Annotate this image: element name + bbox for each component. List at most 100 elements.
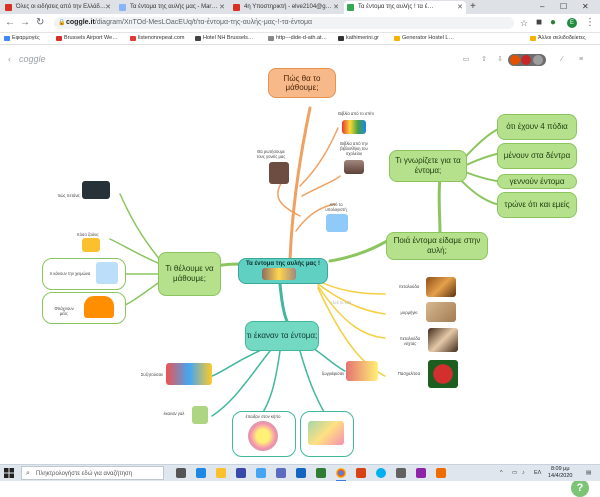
windows-start-icon[interactable] [4, 468, 14, 478]
help-button[interactable]: ? [571, 479, 589, 497]
close-tab-icon[interactable]: ✕ [105, 4, 111, 11]
edit-path-icon[interactable]: ∕ [561, 56, 563, 63]
want-node[interactable]: Τι θέλουμε να μάθουμε; [158, 252, 221, 296]
how-label: Πώς θα το μάθουμε; [283, 74, 321, 92]
close-tab-icon[interactable]: ✕ [333, 4, 339, 11]
want-label-honey: Φτιάχνουν μέλι; [54, 306, 74, 316]
network-icon[interactable]: ▭ [512, 470, 518, 476]
bookmark-other-folder[interactable]: Άλλοι σελιδοδείκτες [530, 33, 586, 44]
profile-avatar[interactable]: E [567, 18, 577, 28]
clock-date: 14/4/2020 [548, 473, 573, 479]
close-tab-icon[interactable]: ✕ [457, 4, 463, 11]
powerpoint-icon[interactable] [356, 468, 366, 478]
seen-node[interactable]: Ποιά έντομα είδαμε στην αυλή; [386, 232, 488, 260]
insect-drawing-illustration [308, 421, 344, 445]
mail-icon[interactable] [256, 468, 266, 478]
did-label-garden: έπαιξαν στον κήπο [245, 414, 281, 419]
menu-dots-icon[interactable]: ⋮ [585, 17, 595, 28]
browser-tab-active[interactable]: Τα έντομα της αυλής ! τα έ… ✕ [344, 1, 466, 14]
know-item-node[interactable]: ότι έχουν 4 πόδια [497, 114, 577, 140]
taskbar-search-placeholder: Πληκτρολογήστε εδώ για αναζήτηση [36, 471, 133, 477]
url-path: /diagram/XnTOd-MesLOacEUq/t/τα-έντομα-τη… [94, 19, 313, 26]
tab-favicon-icon [233, 4, 240, 11]
did-node[interactable]: τι έκαναν τα έντομα; [245, 321, 319, 351]
minimize-icon[interactable]: – [540, 2, 545, 11]
bookmark-item[interactable]: kathimerini.gr [338, 33, 379, 44]
folder-icon [530, 36, 536, 41]
word-icon[interactable] [296, 468, 306, 478]
skype-icon[interactable] [376, 468, 386, 478]
store-bag-icon[interactable] [436, 468, 446, 478]
settings-icon[interactable]: ≡ [578, 56, 584, 63]
know-item-node[interactable]: τρώνε ότι και εμείς [497, 192, 577, 218]
what-know-node[interactable]: Τι γνωρίζετε για τα έντομα; [389, 150, 467, 182]
notifications-icon[interactable]: ▤ [586, 470, 592, 476]
language-indicator[interactable]: ΕΛ [534, 470, 542, 476]
mind-map-canvas[interactable]: Τα έντομα της αυλής μας ! Πώς θα το μάθο… [0, 46, 600, 497]
back-chevron-icon[interactable]: ‹ [8, 54, 11, 64]
bookmark-favicon-icon [56, 36, 62, 41]
moth-photo [428, 328, 458, 352]
how-label-library: Βιβλία από την βιβλιοθήκη του σχολείου [340, 141, 368, 156]
bookmark-favicon-icon [394, 36, 400, 41]
want-label-live: πόσο ζούνε; [76, 232, 100, 237]
extension-icon[interactable]: ● [550, 17, 557, 28]
new-tab-icon[interactable]: + [470, 1, 476, 12]
volume-icon[interactable]: ♪ [522, 470, 525, 476]
clock-time: 8:09 μμ [550, 466, 570, 472]
seen-label-ladybug: Πασχαλίτσα [397, 371, 421, 376]
bookmark-item[interactable]: Brussels Airport We… [56, 33, 118, 44]
chrome-icon[interactable] [336, 468, 346, 481]
avatar [510, 55, 520, 65]
coggle-logo[interactable]: coggle [19, 54, 46, 64]
winter-illustration [96, 262, 118, 284]
taskbar-search-box[interactable]: ⌕ Πληκτρολογήστε εδώ για αναζήτηση [21, 466, 164, 480]
system-clock[interactable]: 8:09 μμ 14/4/2020 [548, 466, 572, 480]
ant-photo [426, 302, 456, 322]
maximize-icon[interactable]: ☐ [560, 2, 568, 11]
mind-map-branches [109, 106, 506, 417]
collaborators-avatars[interactable] [508, 54, 546, 66]
close-window-icon[interactable]: ✕ [582, 2, 589, 11]
tray-chevron-icon[interactable]: ^ [500, 470, 503, 476]
bookmark-favicon-icon [130, 36, 136, 41]
browser-tab[interactable]: 4η Υποστηρικτή - elve2104@g… ✕ [230, 1, 342, 14]
store-icon[interactable] [236, 468, 246, 478]
seen-label-ant: μυρμήγκι [400, 310, 418, 315]
browser-tab[interactable]: Όλες οι ειδήσεις από την Ελλάδ… ✕ [2, 1, 114, 14]
forward-arrow-icon[interactable]: → [20, 17, 30, 28]
reload-icon[interactable]: ↻ [36, 17, 45, 28]
know-item-node[interactable]: γεννούν έντομα [497, 174, 577, 189]
bee-illustration [82, 238, 100, 252]
upload-icon[interactable]: ⇧ [481, 56, 487, 63]
excel-icon[interactable] [316, 468, 326, 478]
bookmark-item[interactable]: Hotel NH Brussels… [195, 33, 253, 44]
close-tab-icon[interactable]: ✕ [219, 4, 225, 11]
back-arrow-icon[interactable]: ← [5, 17, 15, 28]
download-icon[interactable]: ⇩ [497, 56, 503, 63]
extension-icon[interactable]: ■ [536, 17, 543, 28]
bookmark-favicon-icon [195, 36, 201, 41]
address-bar-row: ← → ↻ 🔒 coggle.it/diagram/XnTOd-MesLOacE… [0, 14, 600, 33]
bookmark-item[interactable]: listenonrepeat.com [130, 33, 184, 44]
bookmark-favicon-icon [338, 36, 344, 41]
browser-tab[interactable]: Τα έντομα της αυλής μας - Mar… ✕ [116, 1, 228, 14]
how-node[interactable]: Πώς θα το μάθουμε; [268, 68, 336, 98]
url-field[interactable]: 🔒 coggle.it/diagram/XnTOd-MesLOacEUq/t/τ… [54, 17, 514, 29]
edge-icon[interactable] [196, 468, 206, 478]
bookmark-star-icon[interactable]: ☆ [520, 18, 529, 28]
bookmark-apps[interactable]: Εφαρμογές [4, 33, 40, 44]
bookmark-item[interactable]: Generator Hostel L… [394, 33, 454, 44]
bookmark-item[interactable]: http---dide-d-ath.at… [268, 33, 327, 44]
teams-icon[interactable] [276, 468, 286, 478]
comment-icon[interactable]: ▭ [462, 56, 470, 63]
avatar [521, 55, 531, 65]
ladybug-photo [428, 360, 458, 388]
file-explorer-icon[interactable] [216, 468, 226, 478]
seen-label: Ποιά έντομα είδαμε στην αυλή; [393, 236, 481, 255]
settings-app-icon[interactable] [396, 468, 406, 478]
know-item-node[interactable]: μένουν στα δέντρα [497, 143, 577, 169]
want-label: Τι θέλουμε να μάθουμε; [165, 264, 214, 283]
task-view-icon[interactable] [176, 468, 186, 478]
photos-icon[interactable] [416, 468, 426, 478]
